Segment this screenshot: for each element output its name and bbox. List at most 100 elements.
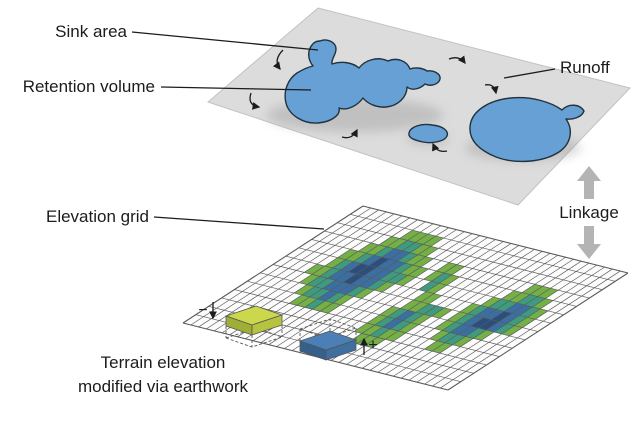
small-pond-blob — [408, 123, 449, 144]
heat-cell — [496, 301, 517, 312]
heat-cell — [454, 313, 476, 325]
heat-cell — [407, 232, 429, 243]
heat-cell — [379, 271, 401, 282]
elevation-grid-label: Elevation grid — [46, 207, 149, 226]
heat-cell — [499, 313, 520, 324]
heat-cell — [325, 292, 346, 303]
heat-cell — [506, 315, 528, 326]
runoff-arrow — [249, 92, 261, 110]
retention-volume-leader — [160, 86, 312, 91]
heat-cell — [392, 263, 413, 274]
heat-cell — [320, 302, 341, 314]
heat-cell — [478, 319, 500, 331]
terrain-caption-line2: modified via earthwork — [78, 377, 249, 396]
grid-line — [324, 231, 589, 298]
heat-cell — [423, 236, 444, 247]
retention-volume-label: Retention volume — [23, 77, 155, 96]
retention-volume-blob — [284, 39, 441, 124]
runoff-arrow — [484, 84, 499, 95]
heat-cell — [397, 252, 418, 264]
heat-cell — [480, 297, 502, 308]
heat-cell — [354, 323, 375, 334]
heat-cell — [486, 321, 507, 332]
heat-cell — [423, 270, 445, 282]
heat-cell — [424, 340, 445, 352]
heat-cell — [400, 299, 422, 311]
heat-cell — [429, 330, 450, 341]
heat-cell — [421, 293, 442, 304]
heat-cell — [332, 259, 354, 270]
heat-cell — [439, 274, 460, 286]
linkage-indicator: Linkage — [559, 166, 619, 259]
heat-cell — [418, 281, 440, 292]
runoff-arrow — [272, 49, 284, 71]
heat-cell — [361, 255, 382, 266]
heat-cell — [470, 317, 492, 329]
heat-cell — [452, 336, 474, 347]
heat-cell — [338, 284, 359, 295]
grid-line — [273, 264, 538, 331]
heat-cell — [366, 279, 388, 291]
heat-cell — [417, 246, 439, 257]
raise-slab-side — [325, 339, 357, 361]
grid-line — [286, 256, 551, 323]
heat-cell — [394, 275, 416, 286]
heat-cell — [366, 244, 387, 256]
sink-area-label: Sink area — [55, 22, 127, 41]
linkage-up-arrow-icon — [577, 166, 601, 199]
plus-label: + — [368, 337, 377, 354]
heat-cell — [314, 278, 336, 289]
heat-cell — [353, 253, 374, 264]
heat-cell — [493, 323, 515, 334]
heat-cell — [413, 291, 434, 302]
elevation-grid — [183, 206, 628, 390]
heat-cell — [436, 262, 457, 273]
heat-cell — [350, 275, 372, 287]
heat-cell — [353, 288, 375, 299]
heat-cell — [504, 302, 525, 314]
heat-cell — [364, 337, 386, 348]
heat-cell — [312, 300, 334, 312]
heat-cell — [408, 301, 429, 313]
heat-cell — [369, 327, 391, 338]
heat-cell — [319, 267, 341, 279]
heat-cell — [340, 261, 362, 272]
heat-cell — [491, 311, 512, 322]
grid-line — [260, 273, 525, 340]
grid-line — [363, 206, 628, 273]
heat-cell — [361, 325, 383, 336]
heat-cell — [410, 244, 431, 255]
runoff-arrow — [432, 142, 448, 152]
grid-line — [350, 214, 615, 281]
legend-lower-terrain: − — [198, 302, 284, 348]
heat-cell — [363, 267, 385, 278]
minus-label: − — [198, 302, 207, 319]
heat-cell — [296, 296, 318, 308]
heat-cell — [317, 290, 339, 301]
heat-cell — [465, 328, 487, 339]
lower-dashed-box — [225, 325, 283, 348]
heat-cell — [423, 305, 445, 317]
heat-cell — [301, 286, 323, 297]
heat-cell — [374, 281, 395, 293]
heat-cell — [387, 273, 408, 284]
heat-cell — [519, 306, 541, 318]
heat-cell — [460, 303, 481, 314]
heat-cell — [374, 316, 396, 328]
heat-cell — [322, 280, 344, 291]
heat-cell — [304, 298, 326, 310]
heat-cell — [416, 303, 437, 315]
heat-cell — [395, 310, 417, 321]
heat-cell — [345, 251, 367, 262]
heat-cell — [358, 242, 379, 254]
heat-cell — [402, 242, 424, 253]
heat-cell — [537, 288, 559, 299]
heat-cell — [387, 308, 409, 319]
heat-cell — [407, 267, 429, 278]
heat-cell — [333, 294, 354, 305]
heat-cell — [299, 274, 320, 285]
heat-cell — [390, 320, 411, 331]
heat-cell — [483, 309, 505, 320]
heat-cell — [382, 318, 404, 329]
